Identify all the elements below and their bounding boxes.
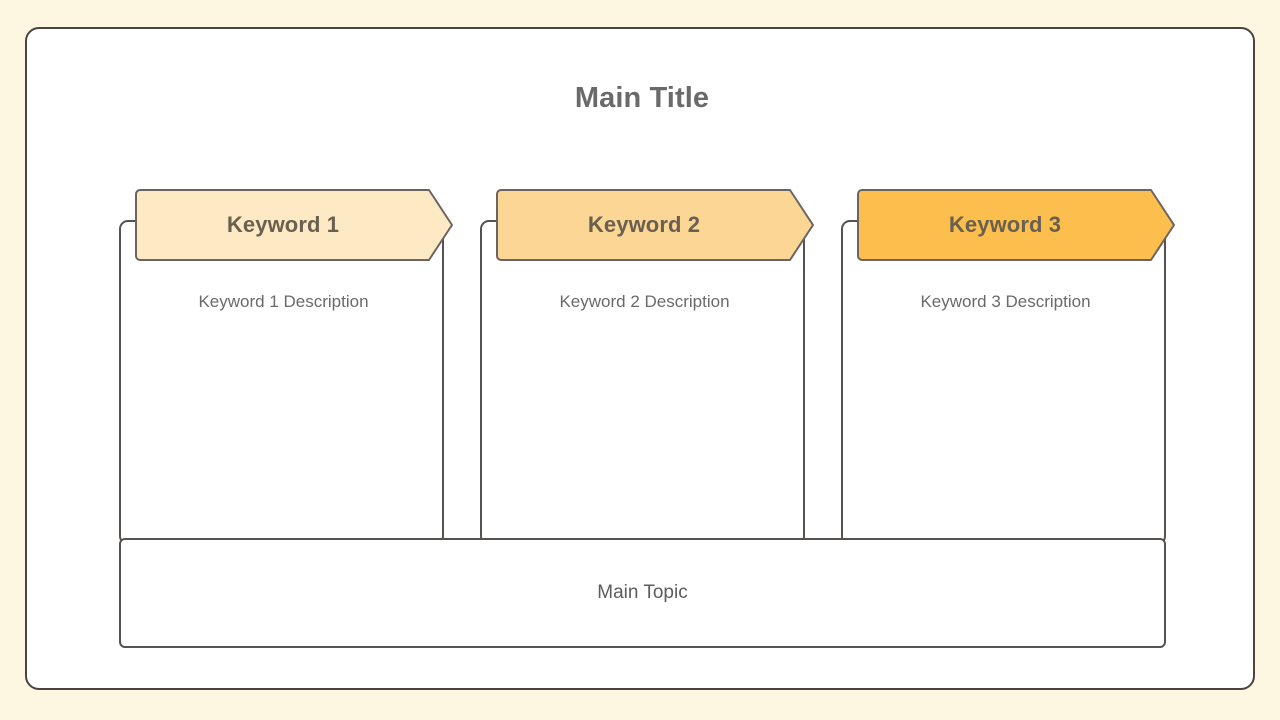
keyword-columns: Keyword 1 Description Keyword 1 Keyword …	[119, 189, 1175, 545]
keyword-label-3: Keyword 3	[948, 212, 1062, 237]
ribbon-shape-icon	[857, 189, 1175, 261]
keyword-label-2: Keyword 2	[587, 212, 701, 237]
keyword-ribbon-2[interactable]: Keyword 2	[496, 189, 815, 261]
keyword-column-3[interactable]: Keyword 3 Description Keyword 3	[841, 189, 1175, 545]
main-topic-box[interactable]: Main Topic	[119, 538, 1166, 648]
keyword-card-2[interactable]: Keyword 2 Description	[480, 220, 805, 545]
keyword-card-1[interactable]: Keyword 1 Description	[119, 220, 444, 545]
keyword-column-1[interactable]: Keyword 1 Description Keyword 1	[119, 189, 453, 545]
keyword-column-2[interactable]: Keyword 2 Description Keyword 2	[480, 189, 814, 545]
main-topic-label: Main Topic	[597, 582, 688, 603]
page-title: Main Title	[574, 82, 710, 114]
keyword-ribbon-3[interactable]: Keyword 3	[857, 189, 1176, 261]
keyword-ribbon-1[interactable]: Keyword 1	[135, 189, 454, 261]
ribbon-shape-icon	[135, 189, 453, 261]
keyword-description-1: Keyword 1 Description	[198, 292, 369, 311]
ribbon-shape-icon	[496, 189, 814, 261]
keyword-label-1: Keyword 1	[226, 212, 340, 237]
keyword-description-2: Keyword 2 Description	[559, 292, 730, 311]
keyword-card-3[interactable]: Keyword 3 Description	[841, 220, 1166, 545]
slide-panel: Main Title Keyword 1 Description Keyword…	[25, 27, 1255, 690]
keyword-description-3: Keyword 3 Description	[920, 292, 1091, 311]
